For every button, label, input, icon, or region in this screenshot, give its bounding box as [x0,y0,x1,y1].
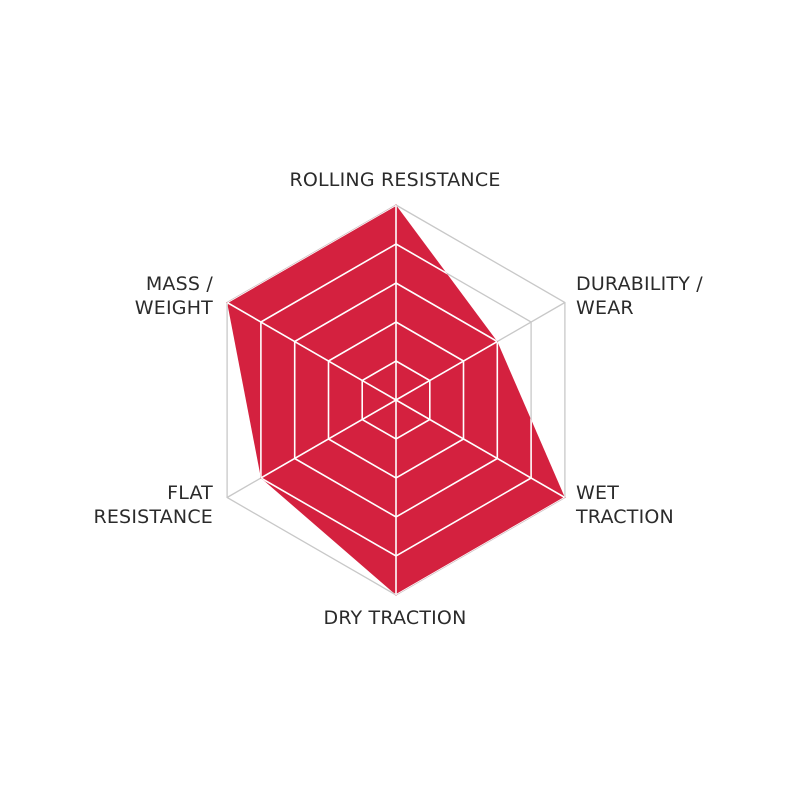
grid-spoke-inner-5 [227,301,397,401]
axis-label-rolling-resistance: ROLLING RESISTANCE [289,169,501,191]
grid-spoke-inner-2 [395,399,565,499]
axis-label-dry-traction: DRY TRACTION [323,607,467,629]
axis-label-mass-weight: MASS /WEIGHT [134,273,213,319]
axis-label-durability-wear: DURABILITY /WEAR [576,273,703,319]
